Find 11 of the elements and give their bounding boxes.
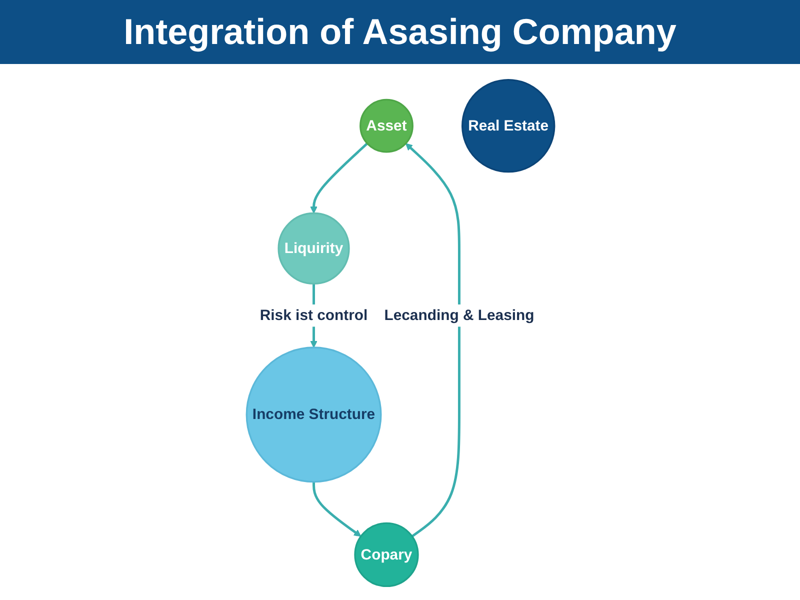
node-circle: Real Estate — [461, 78, 555, 173]
node-circle: Income Structure — [245, 346, 382, 483]
arrow — [312, 482, 361, 537]
arrow — [310, 142, 368, 214]
node-circle: Copary — [354, 522, 418, 588]
diagram-title: Integration of Asasing Company — [124, 11, 676, 53]
edge-label: Risk ist control — [259, 306, 368, 324]
node-circle: Liquirity — [277, 212, 350, 285]
edge-label: Lecanding & Leasing — [384, 306, 534, 324]
node-circle: Asset — [359, 98, 413, 153]
arrow — [404, 143, 460, 538]
